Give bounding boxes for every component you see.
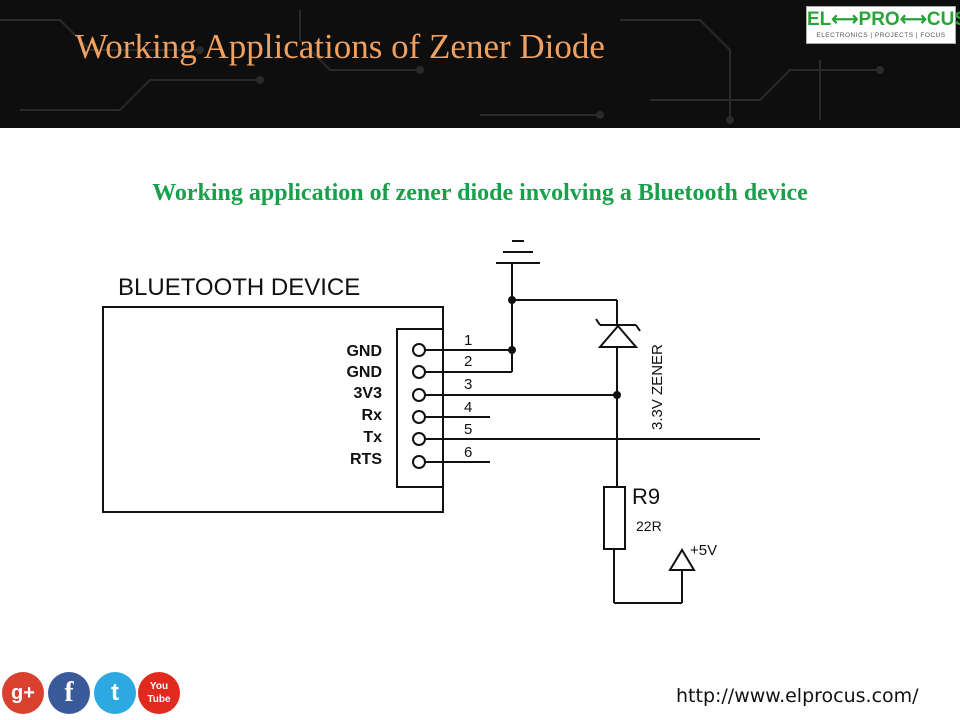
pin-terminal	[412, 343, 426, 357]
pin-terminal	[412, 388, 426, 402]
pin-number: 3	[464, 376, 472, 393]
pin-name: GND	[346, 343, 382, 360]
youtube-icon[interactable]: You Tube	[138, 672, 180, 714]
zener-label: 3.3V ZENER	[649, 344, 666, 430]
website-url[interactable]: http://www.elprocus.com/	[676, 685, 919, 707]
diagram-subtitle: Working application of zener diode invol…	[152, 180, 808, 206]
pin-terminal	[412, 455, 426, 469]
pin-name: 3V3	[354, 385, 383, 402]
resistor-name: R9	[632, 484, 660, 509]
pin-name: GND	[346, 364, 382, 381]
pin-name: Tx	[363, 429, 382, 446]
pin-terminal	[412, 432, 426, 446]
header-banner: Working Applications of Zener Diode EL⟷P…	[0, 0, 960, 128]
resistor-value: 22R	[636, 518, 662, 534]
circuit-diagram: BLUETOOTH DEVICE GND GND 3V3 Rx Tx RTS 1…	[102, 240, 760, 604]
pin-number: 1	[464, 332, 472, 349]
pin-name: Rx	[362, 407, 383, 424]
pin-terminal	[412, 365, 426, 379]
circuit-background	[0, 10, 884, 124]
page-title: Working Applications of Zener Diode	[75, 27, 605, 66]
logo-text: EL⟷PRO⟷CUS	[807, 9, 960, 30]
zener-diode	[597, 324, 639, 348]
pin-number: 4	[464, 399, 472, 416]
pin-number: 5	[464, 421, 472, 438]
pin-number: 2	[464, 353, 472, 370]
logo-tagline: ELECTRONICS | PROJECTS | FOCUS	[816, 32, 946, 39]
elprocus-logo[interactable]: EL⟷PRO⟷CUS ELECTRONICS | PROJECTS | FOCU…	[806, 6, 960, 44]
facebook-icon[interactable]: f	[48, 672, 90, 714]
supply-label: +5V	[690, 542, 717, 559]
pin-name: RTS	[350, 451, 382, 468]
device-label: BLUETOOTH DEVICE	[118, 274, 360, 301]
pin-number: 6	[464, 444, 472, 461]
google-plus-icon[interactable]: g+	[2, 672, 44, 714]
twitter-icon[interactable]: t	[94, 672, 136, 714]
bluetooth-device-box	[102, 306, 444, 513]
pin-terminal	[412, 410, 426, 424]
resistor-r9	[603, 486, 626, 550]
supply-arrow	[668, 548, 696, 571]
